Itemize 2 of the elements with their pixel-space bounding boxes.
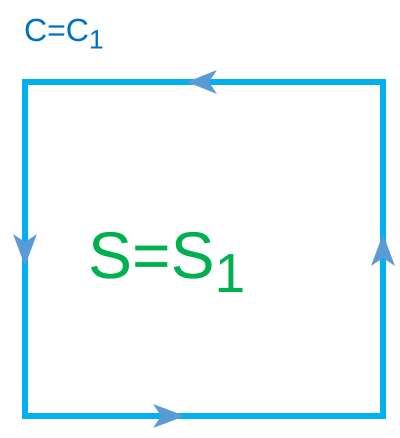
surface-label: S=S$_{1}$ [88,222,246,302]
curve-label: C=C$_{1}$ [24,14,104,54]
